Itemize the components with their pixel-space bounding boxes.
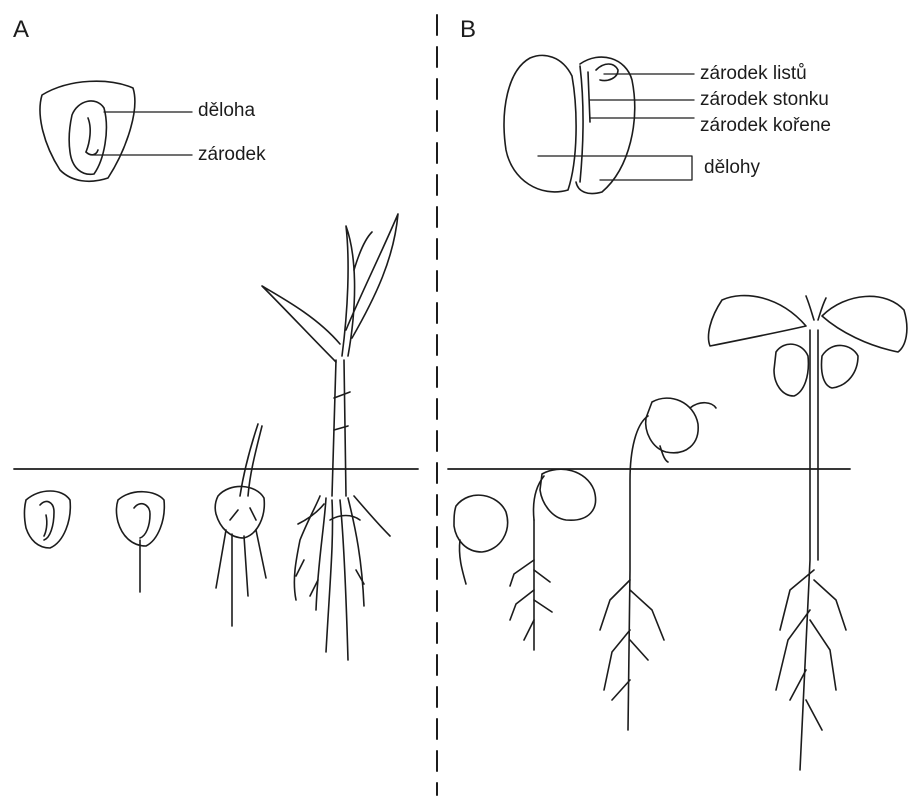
label-stem-embryo: zárodek stonku <box>700 90 829 110</box>
corn-stage-2 <box>117 492 165 592</box>
corn-stage-3 <box>215 424 266 626</box>
corn-stage-1 <box>25 491 71 548</box>
label-embryo-a: zárodek <box>198 145 266 165</box>
bean-stage-2 <box>510 469 596 650</box>
corn-stage-4 <box>262 214 398 660</box>
label-cotyledon-a: děloha <box>198 101 255 121</box>
label-cotyledons-b: dělohy <box>704 158 760 178</box>
label-root-embryo: zárodek kořene <box>700 116 831 136</box>
bean-stage-3 <box>600 398 716 730</box>
panel-b-label: B <box>460 18 476 42</box>
bean-stage-4 <box>709 296 907 770</box>
bean-seed-section <box>504 55 635 193</box>
label-leaf-embryo: zárodek listů <box>700 64 807 84</box>
panel-a-label: A <box>13 18 29 42</box>
bean-stage-1 <box>454 495 508 584</box>
corn-seed-section <box>40 81 135 181</box>
